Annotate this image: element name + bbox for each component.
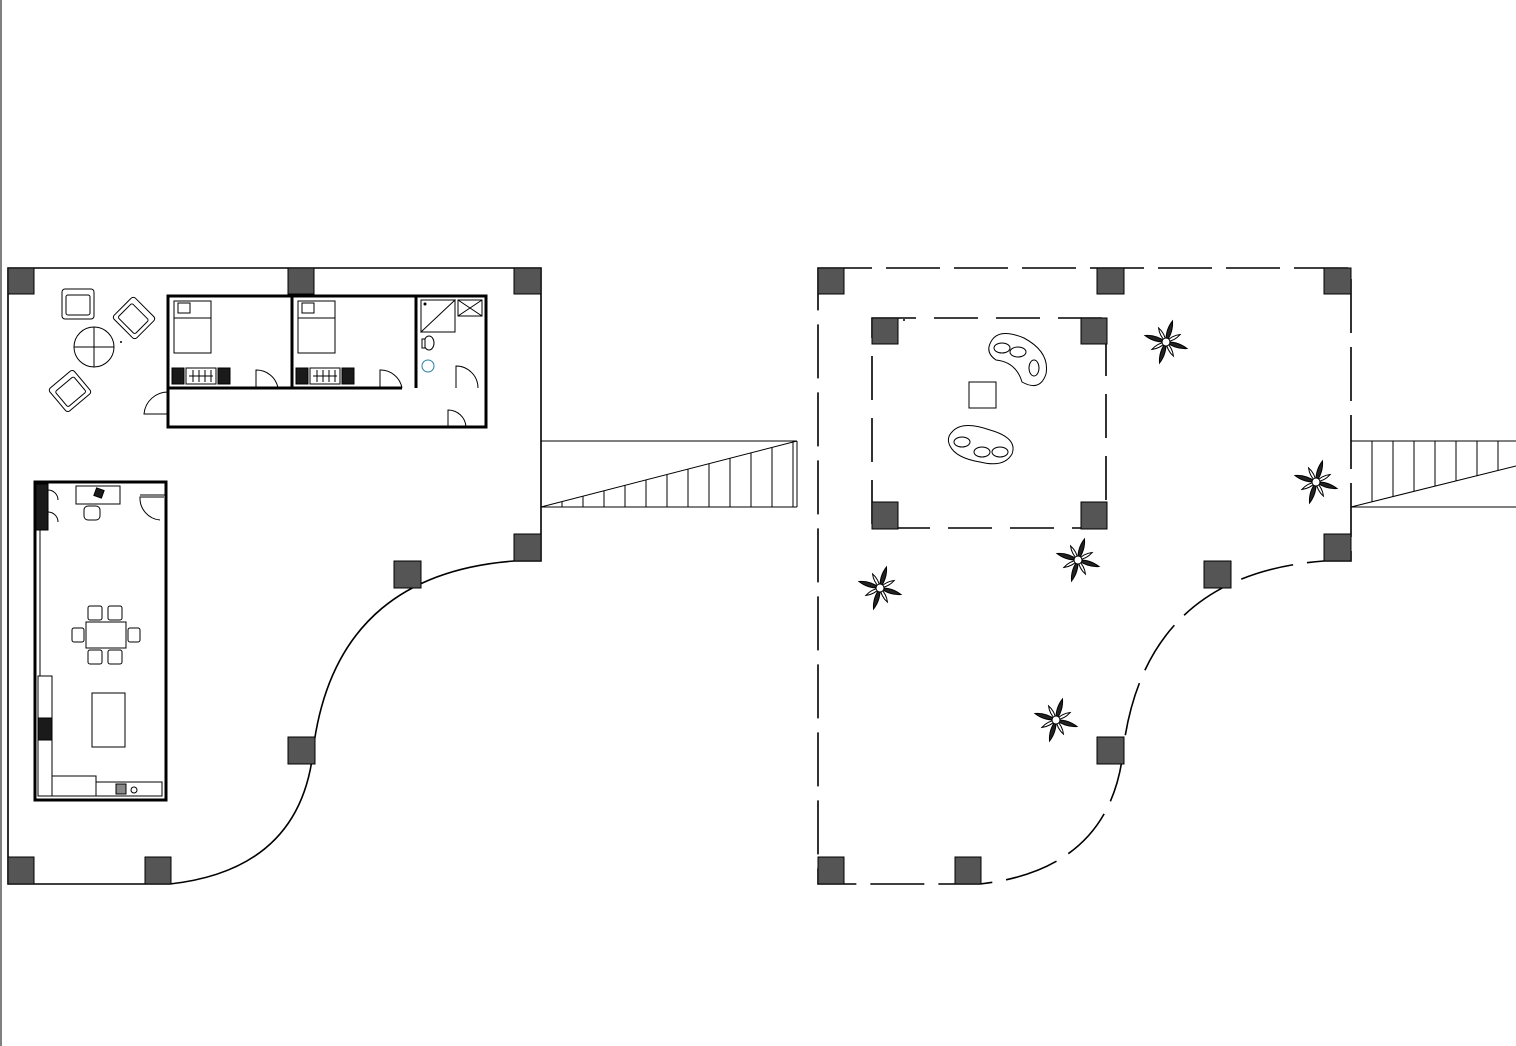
wardrobe-icon (295, 367, 355, 385)
door-swing-icon (455, 365, 479, 389)
kitchen-island-icon (91, 692, 126, 748)
ground-floor-plan (7, 267, 798, 885)
column (871, 317, 899, 345)
column (954, 856, 982, 885)
column (1323, 267, 1352, 295)
armchair-icon (61, 288, 95, 320)
ground-floor-outline (7, 267, 542, 885)
column (817, 267, 845, 295)
plant-icon (857, 565, 903, 611)
column (287, 267, 315, 295)
column (513, 267, 542, 295)
kitchen-dining-block (33, 480, 168, 802)
column (1203, 560, 1232, 589)
column (871, 501, 899, 530)
bed-icon (173, 300, 212, 354)
coffee-table-icon (968, 381, 997, 409)
column (1096, 267, 1125, 295)
bed-icon (297, 300, 336, 354)
shower-icon (420, 299, 457, 334)
sink-icon (421, 359, 435, 373)
toilet-icon (421, 335, 435, 351)
column (513, 533, 542, 562)
door-swing-icon (139, 496, 164, 521)
door-swing-icon (143, 391, 169, 415)
column (144, 856, 172, 885)
column (287, 736, 316, 765)
column (817, 856, 845, 885)
upper-level-outline (817, 267, 1352, 885)
staircase (1350, 440, 1516, 508)
door-swing-icon (447, 409, 467, 428)
bathtub-icon (457, 299, 483, 317)
sofa-icon (988, 333, 1048, 387)
sofa-icon (947, 425, 1014, 465)
staircase (540, 440, 798, 508)
kitchen-counter-icon (37, 675, 163, 797)
column (7, 856, 35, 885)
upper-level-plan (817, 267, 1516, 885)
door-swing-icon (255, 369, 279, 389)
column (1096, 736, 1125, 765)
door-swing-icon (379, 369, 403, 389)
column (1080, 317, 1108, 345)
upper-level-columns (817, 267, 1352, 885)
plant-icon (1143, 319, 1189, 365)
plants (857, 319, 1339, 743)
round-table-icon (73, 326, 115, 368)
wardrobe-icon (35, 483, 59, 531)
wardrobe-icon (171, 367, 231, 385)
plant-icon (1055, 537, 1101, 583)
lounge-seating (48, 288, 156, 413)
plant-icon (1293, 459, 1339, 505)
desk-icon (75, 485, 121, 521)
plant-icon (1033, 697, 1079, 743)
armchair-icon (112, 296, 156, 340)
armchair-icon (48, 369, 92, 413)
dining-table-icon (71, 605, 141, 665)
pavilion (871, 317, 1108, 530)
column (393, 560, 422, 589)
column (1323, 533, 1352, 562)
column (7, 267, 35, 295)
bedroom-block (143, 294, 488, 429)
column (1080, 501, 1108, 530)
ground-floor-columns (7, 267, 542, 885)
